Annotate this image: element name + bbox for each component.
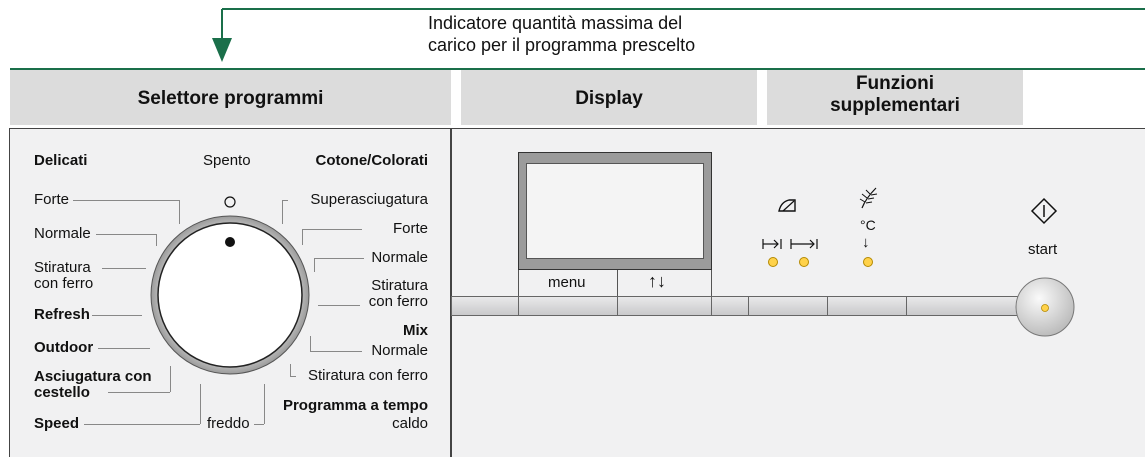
label-normale-right: Normale bbox=[371, 249, 428, 266]
off-circle-icon bbox=[224, 196, 236, 208]
start-icon bbox=[1030, 197, 1058, 225]
label-speed: Speed bbox=[34, 415, 80, 432]
header-selector: Selettore programmi bbox=[10, 70, 451, 125]
label-cotone-colorati: Cotone/Colorati bbox=[315, 152, 429, 169]
display-screen bbox=[526, 163, 704, 259]
time-function-button-1[interactable] bbox=[748, 296, 828, 316]
header-functions-line-2: supplementari bbox=[830, 95, 960, 116]
start-label: start bbox=[1028, 241, 1058, 258]
label-stiratura-left-2: con ferro bbox=[34, 275, 94, 292]
time-reduce-right-icon bbox=[790, 239, 818, 249]
label-stiratura-right-2: con ferro bbox=[368, 293, 428, 310]
label-mix-normale: Normale bbox=[371, 342, 428, 359]
header-functions: Funzioni supplementari bbox=[767, 70, 1023, 125]
arrows-button[interactable] bbox=[617, 296, 712, 316]
callout-connector bbox=[10, 8, 1145, 70]
dial-indicator-dot bbox=[225, 237, 235, 247]
label-stiratura-left: Stiratura con ferro bbox=[34, 260, 93, 292]
program-dial[interactable] bbox=[140, 205, 320, 385]
start-led bbox=[1041, 304, 1049, 312]
start-button[interactable] bbox=[1014, 276, 1076, 338]
label-asciugatura-2: cestello bbox=[34, 384, 90, 401]
label-refresh: Refresh bbox=[34, 306, 90, 323]
label-normale-left: Normale bbox=[34, 225, 91, 242]
sensitive-wool-icon bbox=[859, 187, 878, 209]
time-reduce-left-icon bbox=[762, 239, 782, 249]
button-strip-left bbox=[451, 296, 519, 316]
temp-unit-label: °C bbox=[860, 217, 876, 233]
led-time-1 bbox=[768, 257, 778, 267]
label-delicati: Delicati bbox=[34, 152, 88, 169]
header-display-label: Display bbox=[575, 88, 643, 109]
label-spento: Spento bbox=[203, 152, 251, 169]
callout-line-1: Indicatore quantità massima del bbox=[428, 13, 683, 33]
label-forte-right: Forte bbox=[392, 220, 428, 237]
label-stiratura-left-1: Stiratura bbox=[34, 259, 91, 276]
label-forte-left: Forte bbox=[34, 191, 70, 208]
display-arrows-label: ↑↓ bbox=[648, 271, 666, 291]
label-superasciugatura: Superasciugatura bbox=[310, 191, 428, 208]
label-caldo: caldo bbox=[392, 415, 428, 432]
button-strip-right bbox=[906, 296, 1026, 316]
temp-down-arrow: ↓ bbox=[862, 234, 870, 251]
callout-arrow-icon bbox=[212, 38, 232, 62]
label-freddo: freddo bbox=[207, 415, 250, 432]
label-asciugatura-1: Asciugatura con bbox=[34, 368, 152, 385]
label-programma-a-tempo: Programma a tempo bbox=[282, 397, 428, 414]
label-mix: Mix bbox=[402, 322, 428, 339]
header-display: Display bbox=[461, 70, 757, 125]
label-stiratura-con-ferro: Stiratura con ferro bbox=[307, 367, 428, 384]
display-screen-frame bbox=[518, 152, 712, 270]
led-sensitive bbox=[863, 257, 873, 267]
menu-button[interactable] bbox=[518, 296, 618, 316]
time-function-button-2[interactable] bbox=[827, 296, 907, 316]
display-menu-label: menu bbox=[548, 274, 586, 291]
callout-line-2: carico per il programma prescelto bbox=[428, 35, 696, 55]
label-asciugatura: Asciugatura con cestello bbox=[34, 369, 152, 401]
header-functions-label: Funzioni supplementari bbox=[767, 70, 1023, 117]
button-strip-mid bbox=[711, 296, 749, 316]
label-stiratura-right-1: Stiratura bbox=[371, 277, 428, 294]
header-functions-line-1: Funzioni bbox=[855, 73, 935, 94]
label-stiratura-right: Stiratura con ferro bbox=[330, 278, 428, 310]
led-time-2 bbox=[799, 257, 809, 267]
label-outdoor: Outdoor bbox=[34, 339, 94, 356]
callout-text: Indicatore quantità massima del carico p… bbox=[428, 12, 695, 56]
header-selector-label: Selettore programmi bbox=[137, 88, 324, 109]
iron-icon bbox=[778, 199, 796, 212]
